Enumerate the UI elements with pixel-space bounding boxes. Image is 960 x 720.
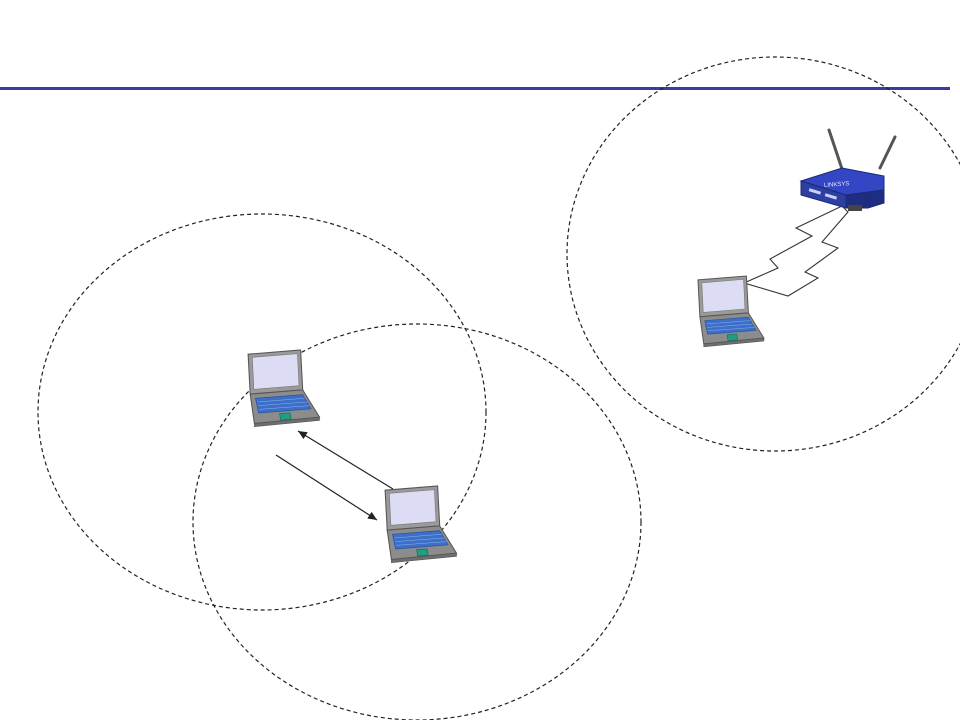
range-circle-laptop-a — [37, 213, 487, 611]
laptop-icon — [247, 349, 321, 428]
wireless-link-zigzag — [742, 205, 849, 297]
link-arrow-b-to-a — [297, 430, 394, 490]
laptop-icon — [697, 275, 765, 348]
title-rule — [0, 87, 950, 90]
link-arrow-a-to-b — [275, 454, 378, 521]
wireless-router-icon — [799, 128, 897, 211]
range-circle-laptop-b — [192, 323, 642, 720]
router-brand-label: LINKSYS — [824, 181, 850, 189]
range-circle-router — [566, 56, 960, 452]
